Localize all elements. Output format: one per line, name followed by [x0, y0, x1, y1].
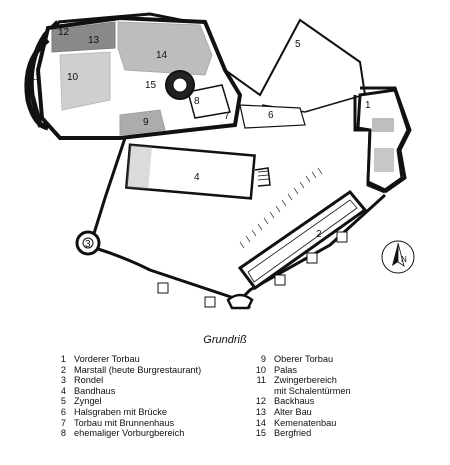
label-6: 6	[268, 110, 274, 121]
rondel-3	[75, 230, 101, 256]
caption: Grundriß	[203, 334, 247, 346]
castle-floor-plan: 1 2 3 4 5 6 7 8 9 10 11 12 13 14 15 N	[24, 12, 415, 310]
label-1: 1	[365, 100, 371, 111]
label-13: 13	[88, 35, 100, 46]
bergfried-tower	[165, 70, 195, 100]
slope-hatching	[239, 167, 323, 249]
label-8: 8	[194, 96, 200, 107]
label-12: 12	[58, 27, 70, 38]
label-3: 3	[85, 239, 91, 250]
label-9: 9	[143, 117, 149, 128]
bandhaus-4	[124, 143, 271, 200]
label-11: 11	[30, 72, 41, 83]
label-4: 4	[194, 172, 200, 183]
legend-item: mit Schalentürmen	[274, 385, 351, 396]
label-15: 15	[145, 80, 157, 91]
label-10: 10	[67, 72, 79, 83]
north-arrow: N	[381, 240, 415, 274]
north-letter: N	[401, 255, 407, 264]
marstall-2	[237, 189, 368, 291]
plan-labels: 1 2 3 4 5 6 7 8 9 10 11 12 13 14 15	[30, 27, 371, 250]
vorderer-torbau-1	[356, 88, 410, 192]
tower-11	[24, 38, 50, 131]
label-7: 7	[224, 111, 230, 122]
label-2: 2	[316, 229, 322, 240]
label-5: 5	[295, 39, 301, 50]
bastion-lower	[226, 293, 254, 310]
label-14: 14	[156, 50, 168, 61]
kernburg	[35, 15, 243, 140]
halsgraben-bridge-6	[239, 104, 306, 129]
